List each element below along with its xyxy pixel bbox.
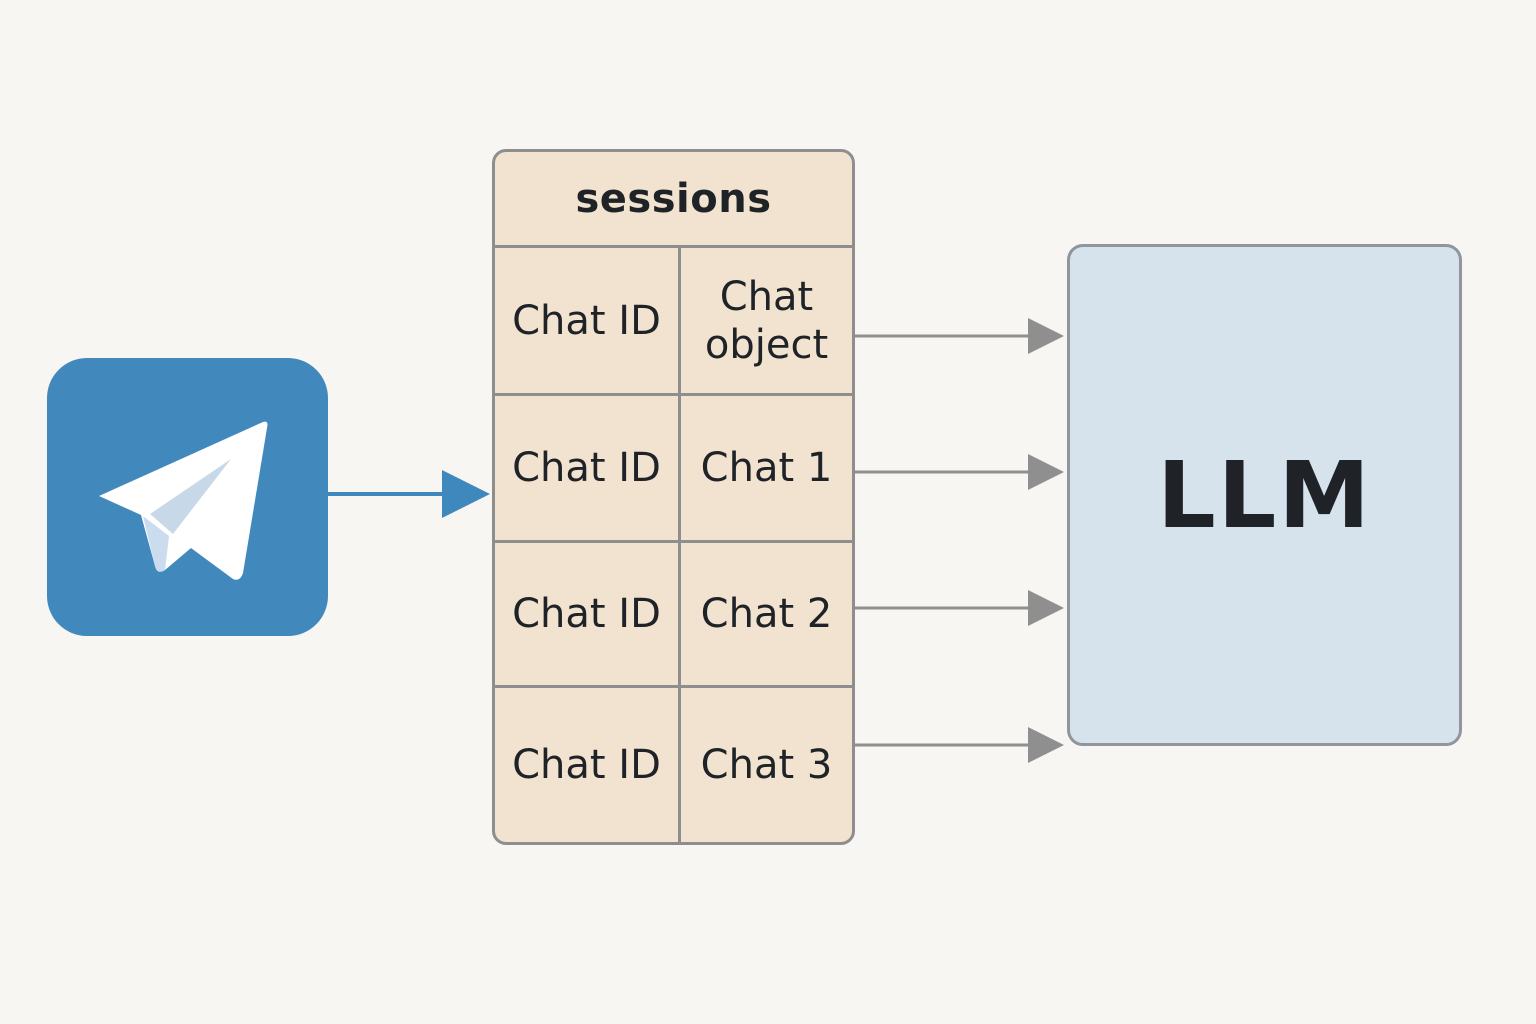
sessions-title: sessions (495, 152, 852, 248)
session-row: Chat ID Chat 2 (495, 543, 852, 688)
telegram-icon (99, 421, 268, 580)
chat-id-cell: Chat ID (495, 688, 681, 842)
chat-id-cell: Chat ID (495, 396, 681, 540)
llm-box: LLM (1067, 244, 1462, 746)
chat-id-cell: Chat ID (495, 248, 681, 393)
chat-value-cell: Chat 1 (700, 445, 833, 491)
sessions-table: sessions Chat ID Chat object Chat ID Cha… (492, 149, 855, 845)
chat-object-cell: Chat object (704, 273, 829, 368)
session-row: Chat ID Chat 3 (495, 688, 852, 842)
chat-value-cell: Chat 2 (700, 591, 833, 637)
llm-label: LLM (1157, 441, 1372, 549)
session-row: Chat ID Chat 1 (495, 396, 852, 543)
telegram-tile (47, 358, 328, 636)
chat-id-cell: Chat ID (495, 543, 681, 685)
session-row: Chat ID Chat object (495, 248, 852, 396)
chat-value-cell: Chat 3 (700, 742, 833, 788)
